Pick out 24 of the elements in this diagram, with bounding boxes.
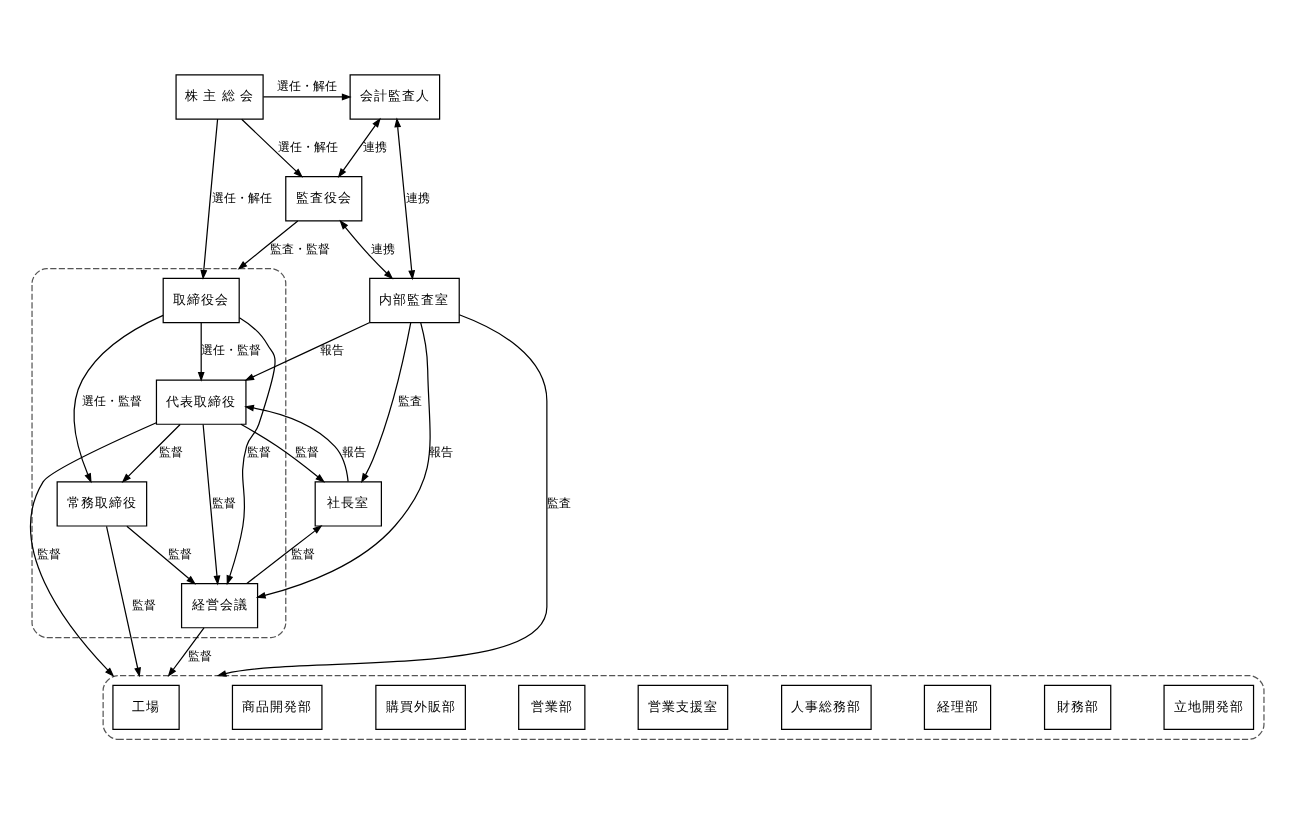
arrow (244, 404, 349, 483)
arrow (339, 219, 394, 280)
arrow (262, 93, 352, 101)
arrow (105, 525, 141, 678)
arrow (126, 525, 197, 585)
arrow (361, 322, 412, 484)
arrow (167, 627, 205, 678)
arrow (237, 220, 299, 270)
arrow (73, 314, 164, 484)
arrow (394, 117, 416, 281)
arrow (241, 118, 304, 178)
arrow (216, 314, 548, 677)
arrow (202, 423, 221, 586)
arrow (226, 317, 276, 586)
arrow (30, 422, 157, 677)
arrow (255, 322, 431, 599)
arrow (197, 322, 205, 382)
cluster (102, 674, 1265, 740)
arrow (337, 117, 381, 178)
arrow (246, 525, 323, 585)
arrow (240, 423, 326, 483)
arrow (121, 423, 181, 483)
arrow (244, 322, 370, 381)
arrow (200, 118, 219, 280)
